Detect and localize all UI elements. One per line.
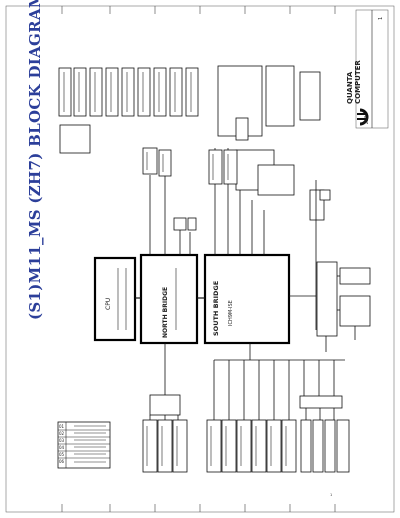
north-bridge-block: NORTH BRIDGE [139,253,199,345]
page-footer: 1 [330,493,332,497]
nb-lower-connections [142,343,188,473]
revision-row-1: 01 [59,424,65,429]
top-left-blocks [58,67,199,154]
sheet-number: 1 [378,17,384,20]
label-strokes [63,72,287,466]
company-line1: QUANTA [346,71,354,104]
revision-row-4: 04 [59,445,65,450]
cpu-label: CPU [105,298,112,310]
top-right-blocks [217,65,331,221]
south-bridge-block: SOUTH BRIDGE ICH9M-ISE [203,253,291,345]
memory-blocks [142,147,197,231]
zone-ticks [61,6,336,512]
project-name: ZH7 [364,115,369,124]
sb-right-connections [289,180,371,352]
north-bridge-label: NORTH BRIDGE [162,287,169,338]
quanta-logo [357,108,369,126]
sb-lower-blocks [206,395,350,473]
revision-row-2: 02 [59,431,65,436]
cpu-block: CPU [93,256,137,342]
sb-upper-blocks [208,117,249,185]
company-line2: COMPUTER [354,60,362,104]
revision-row-5: 05 [59,452,65,457]
title-block: QUANTA COMPUTER ZH7 1 [346,9,389,129]
diagram-title: (S1)M11_MS (ZH7) BLOCK DIAGRAM [26,0,44,320]
sb-lower-bus [213,343,345,420]
south-bridge-part: ICH9M-ISE [228,300,234,326]
sb-upper-links [214,148,265,255]
revision-row-6: 06 [59,459,65,464]
south-bridge-label: SOUTH BRIDGE [212,281,220,336]
revision-table [57,421,111,469]
revision-row-3: 03 [59,438,65,443]
